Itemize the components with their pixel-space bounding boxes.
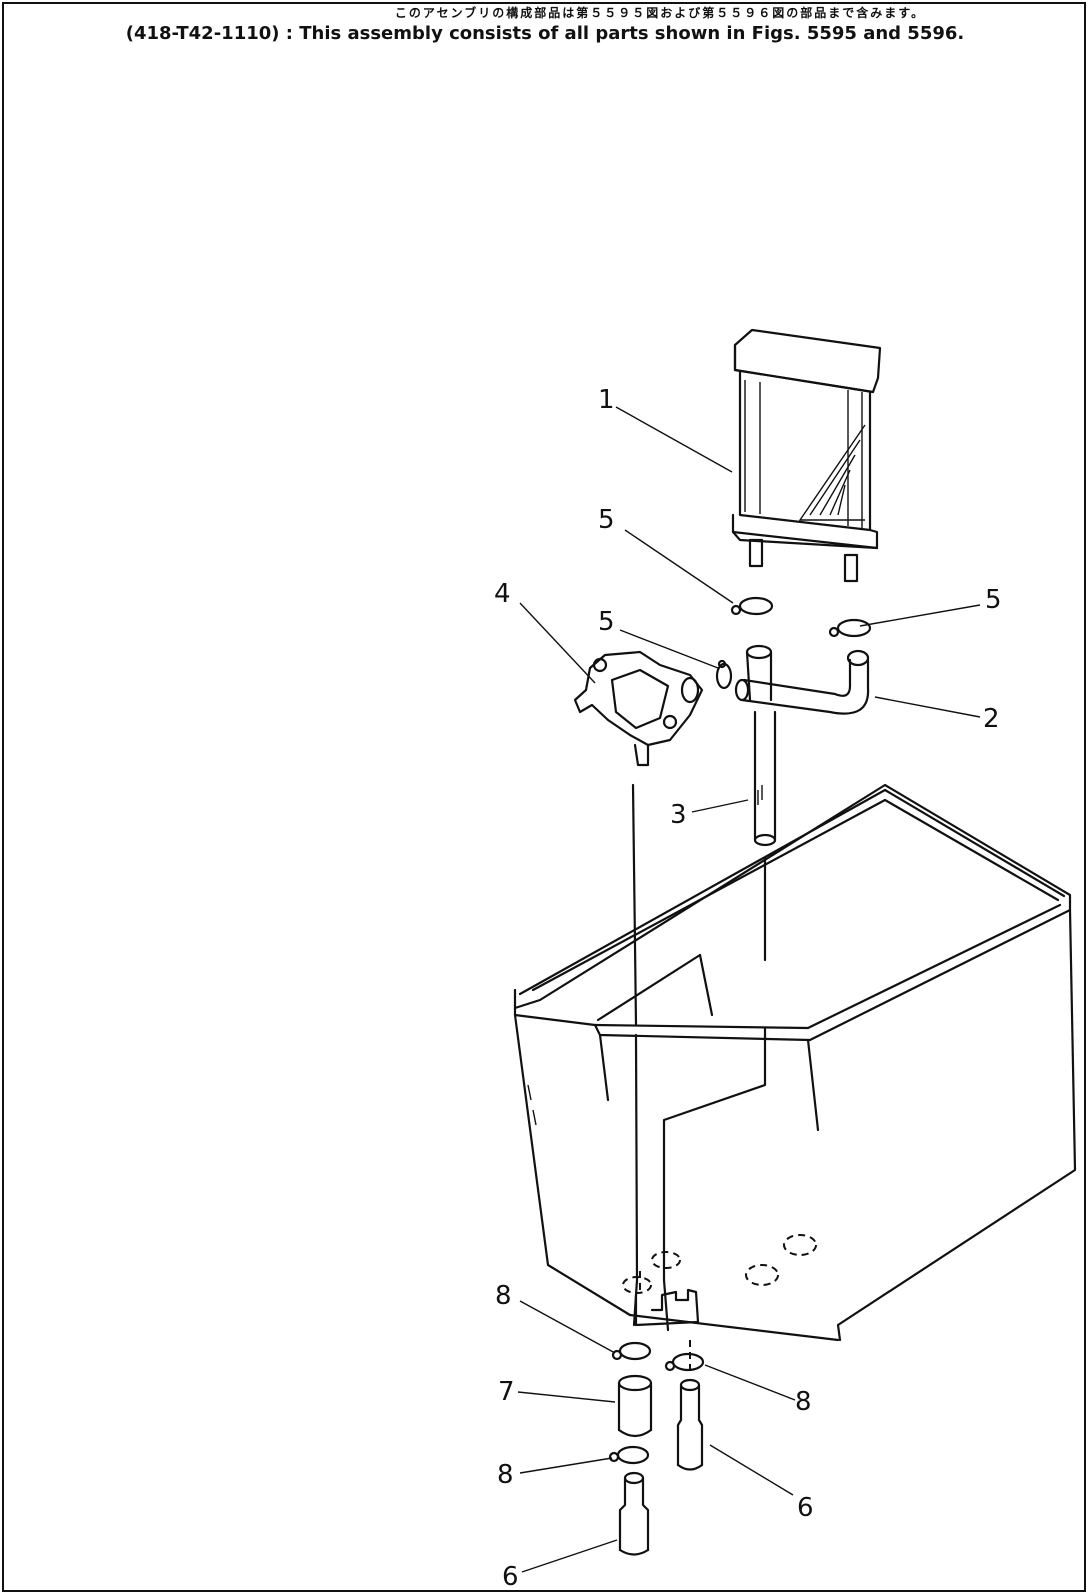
leader-lines xyxy=(517,406,981,1573)
japanese-note: このアセンブリの構成部品は第５５９５図および第５５９６図の部品まで含みます。 xyxy=(394,6,926,20)
bent-pipe xyxy=(734,649,870,715)
callout-2: 2 xyxy=(983,704,1000,734)
water-valve xyxy=(573,650,704,767)
english-note: (418-T42-1110) : This assembly consists … xyxy=(125,23,965,44)
callout-3: 3 xyxy=(670,800,687,830)
tank-housing xyxy=(513,783,1077,1342)
callout-5-left: 5 xyxy=(598,607,615,637)
callout-8-right: 8 xyxy=(795,1387,812,1417)
adapter-fitting-right xyxy=(676,1378,704,1471)
header: このアセンブリの構成部品は第５５９５図および第５５９６図の部品まで含みます。 (… xyxy=(0,4,1090,44)
hose-clamp-right xyxy=(828,618,872,638)
callout-5-right: 5 xyxy=(985,585,1002,615)
callout-1: 1 xyxy=(598,385,615,415)
callout-8-upper-left: 8 xyxy=(495,1281,512,1311)
lower-clamp-1 xyxy=(611,1341,652,1361)
hose-clamp-top xyxy=(730,596,774,616)
callout-4: 4 xyxy=(494,579,511,609)
coupling-hose xyxy=(617,1374,653,1438)
hose-clamp-left xyxy=(715,659,733,690)
callout-labels: 1 5 4 5 5 2 3 8 8 7 8 6 6 xyxy=(494,385,1002,1592)
adapter-fitting-left xyxy=(618,1471,650,1556)
lower-clamp-2 xyxy=(664,1352,705,1372)
heater-core xyxy=(731,328,882,583)
straight-pipe xyxy=(745,644,777,847)
callout-8-lower-left: 8 xyxy=(497,1460,514,1490)
callout-7: 7 xyxy=(498,1377,515,1407)
callout-5-top: 5 xyxy=(598,505,615,535)
lower-clamp-3 xyxy=(608,1445,650,1465)
callout-6-right: 6 xyxy=(797,1493,814,1523)
callout-6-left: 6 xyxy=(502,1562,519,1592)
